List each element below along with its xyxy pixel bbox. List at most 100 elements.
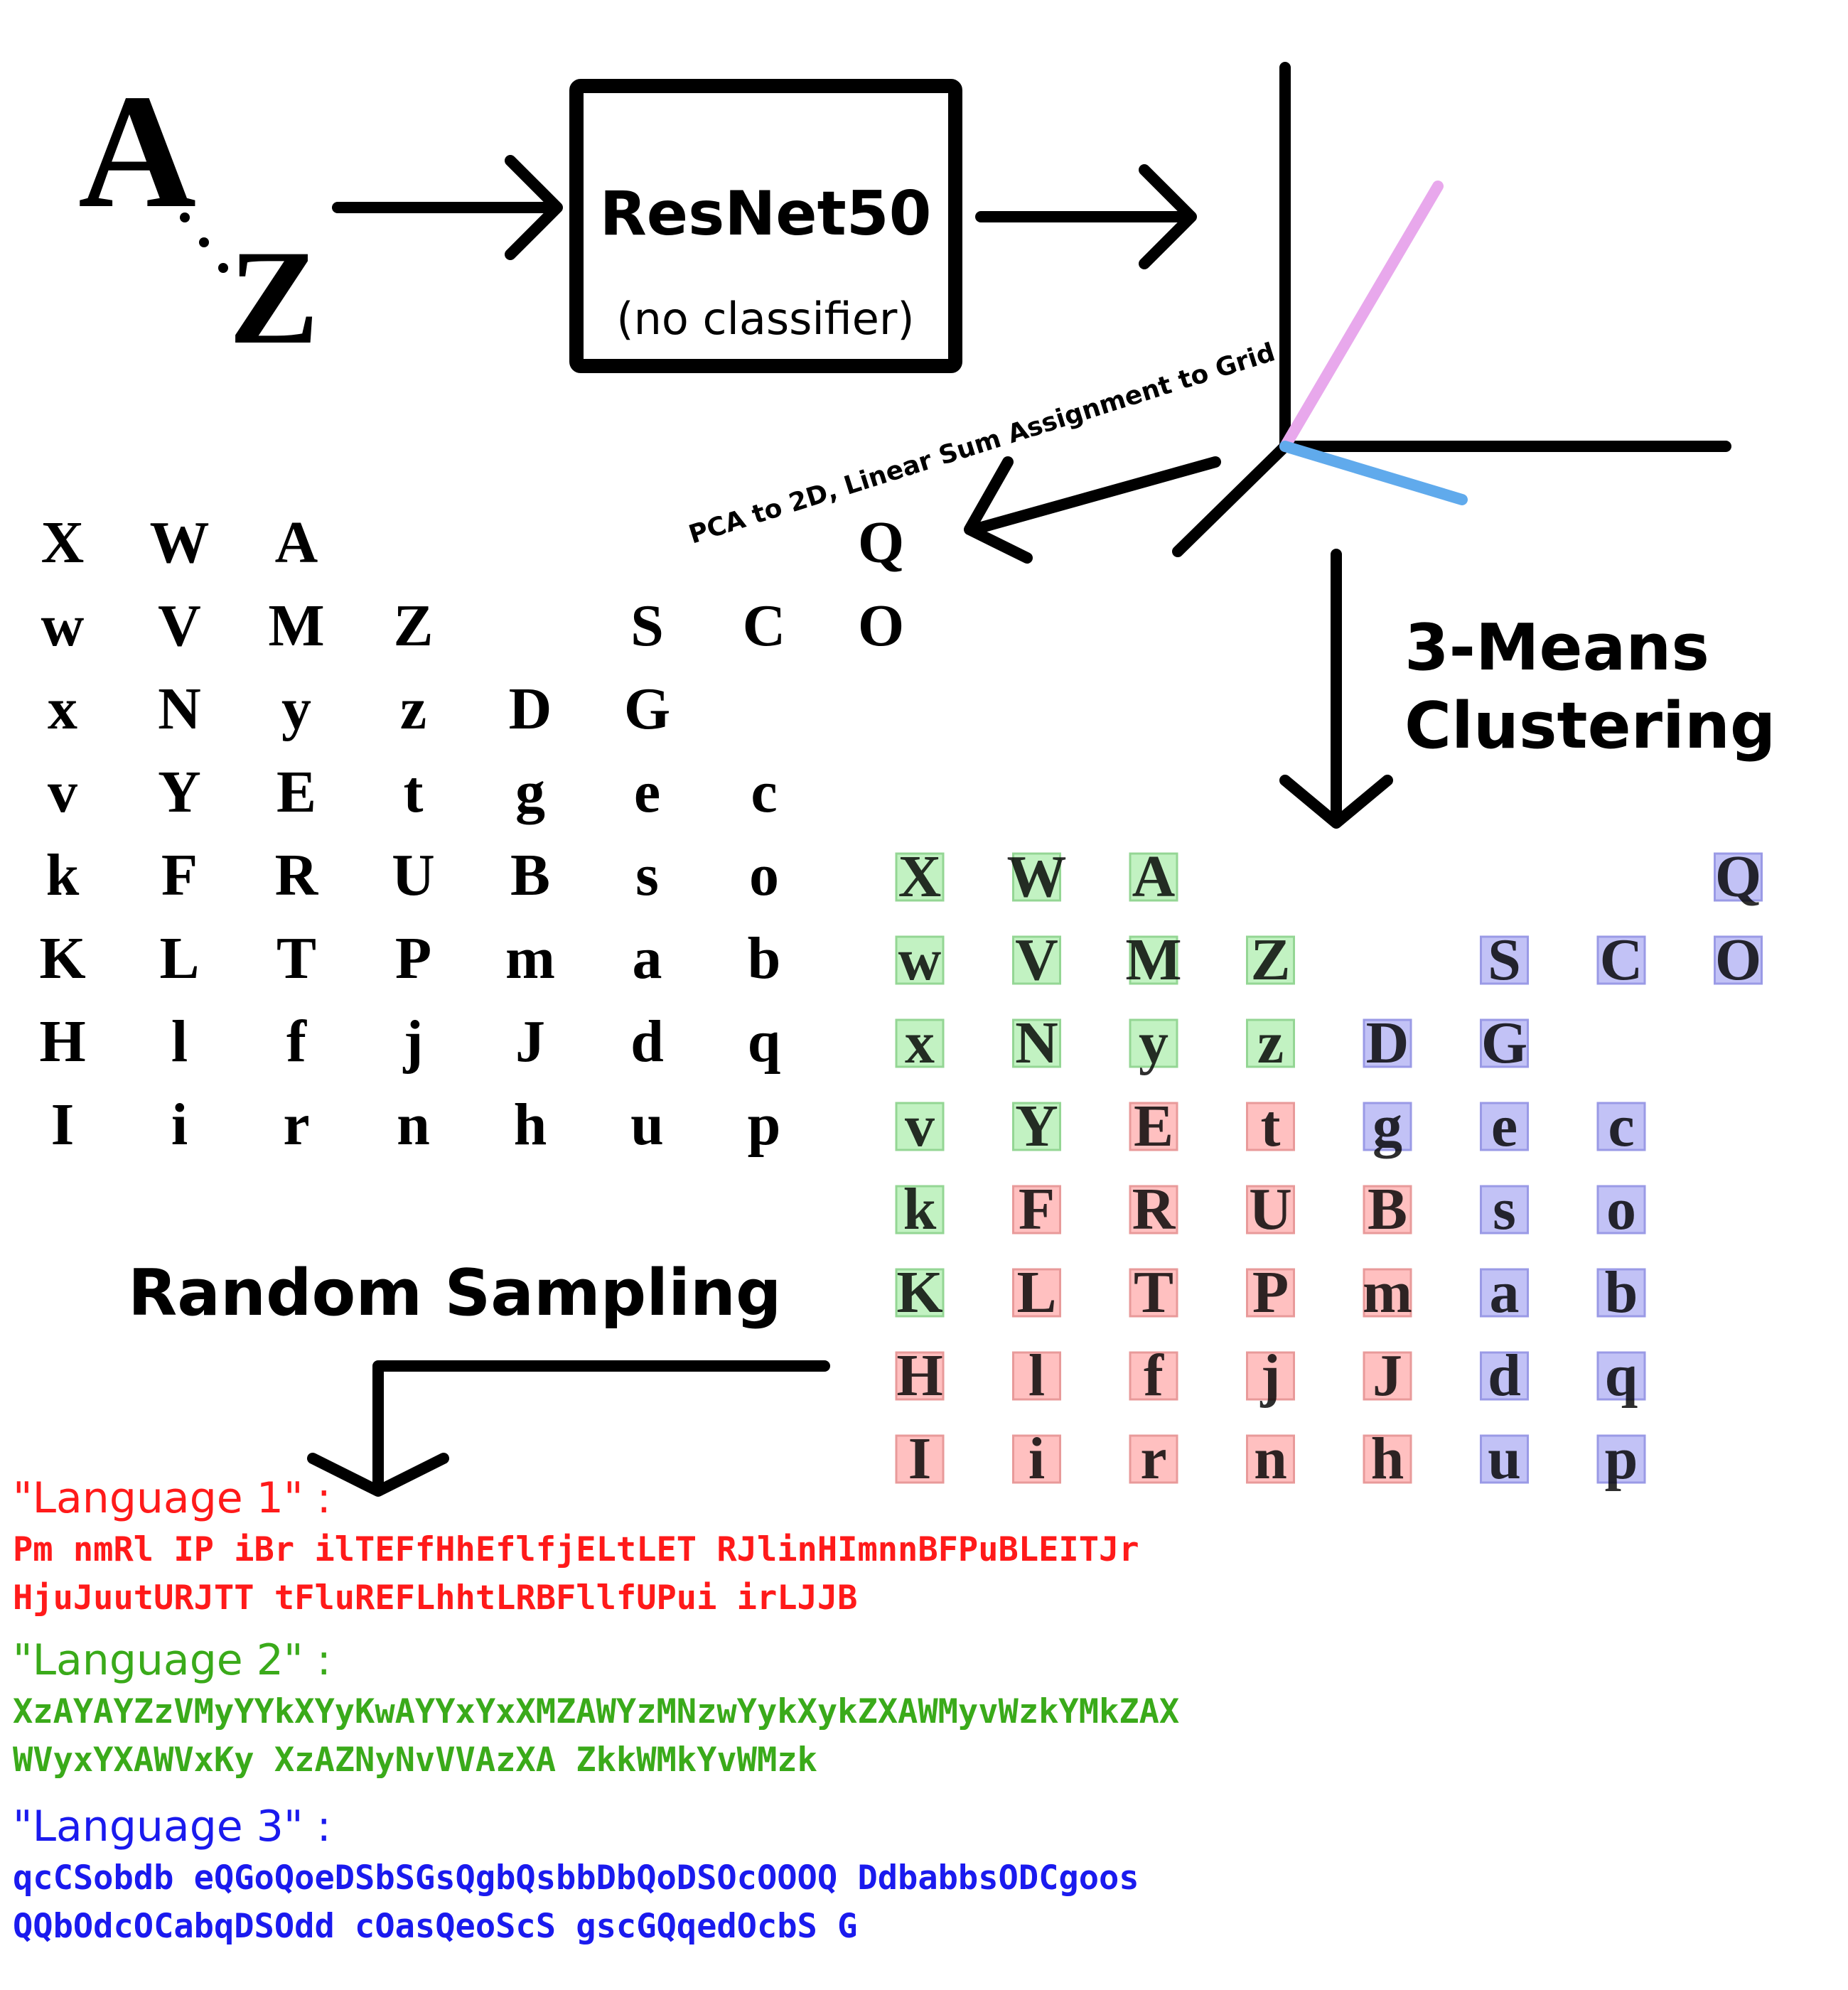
clustered-letter: Y <box>1015 1093 1058 1159</box>
clustered-letter: q <box>1605 1343 1638 1409</box>
grid-letter: y <box>281 676 311 742</box>
cluster-cell <box>1363 1351 1412 1401</box>
grid-letter: x <box>48 676 77 742</box>
grid-letter: o <box>749 842 779 908</box>
clustered-letter: w <box>898 927 942 993</box>
grid-letter: N <box>158 676 201 742</box>
grid-letter: v <box>48 759 77 825</box>
language-sample-line: Pm nmRl IP iBr ilTEFfHhEflfjELtLET RJlin… <box>13 1530 1139 1569</box>
grid-letter: K <box>39 925 85 991</box>
cluster-cell <box>1480 935 1529 985</box>
grid-letter: A <box>275 510 318 576</box>
clustered-letter: a <box>1490 1259 1520 1325</box>
arrow-to-clustering <box>1279 549 1393 829</box>
clustered-letter: x <box>905 1010 935 1076</box>
grid-letter: H <box>39 1009 85 1075</box>
cluster-cell <box>1363 1185 1412 1235</box>
grid-letter: P <box>395 925 431 991</box>
grid-letter: T <box>276 925 316 991</box>
language-sample-line: qcCSobdb eQGoQoeDSbSGsQgbQsbbDbQoDSOcOOO… <box>13 1859 1139 1898</box>
clustered-letter: g <box>1372 1093 1402 1159</box>
cluster-cell <box>1246 1268 1295 1318</box>
grid-letter: z <box>400 676 426 742</box>
sampled-languages: "Language 1" :Pm nmRl IP iBr ilTEFfHhEfl… <box>13 1473 1179 1946</box>
cluster-cell <box>1246 1102 1295 1151</box>
cluster-cell <box>1480 1018 1529 1068</box>
grid-letter: d <box>630 1009 664 1075</box>
cluster-cell <box>1363 1434 1412 1484</box>
clustered-letter: E <box>1134 1093 1173 1159</box>
cluster-cell <box>1480 1434 1529 1484</box>
axis-line-pink <box>1279 181 1444 452</box>
clustered-letter: t <box>1261 1093 1281 1159</box>
model-note: (no classifier) <box>616 293 914 345</box>
grid-letter: B <box>510 842 550 908</box>
grid-letter: G <box>624 676 670 742</box>
grid-letter: t <box>404 759 424 825</box>
arrow-to-model <box>332 155 563 260</box>
clustered-letter: L <box>1016 1259 1056 1325</box>
grid-letter: U <box>392 842 435 908</box>
clustered-letter: u <box>1488 1426 1521 1492</box>
clustered-letter: B <box>1368 1176 1407 1242</box>
cluster-cell <box>1480 1268 1529 1318</box>
ellipsis-dot <box>180 213 190 222</box>
grid-letter: Z <box>393 593 433 659</box>
cluster-cell <box>1129 935 1178 985</box>
cluster-cell <box>1246 1018 1295 1068</box>
grid-letter: h <box>514 1092 547 1158</box>
cluster-cell <box>1596 935 1646 985</box>
cluster-cell <box>1480 1102 1529 1151</box>
clustered-letter: D <box>1366 1010 1409 1076</box>
cluster-cell <box>1012 1185 1061 1235</box>
grid-letter: E <box>276 759 316 825</box>
clustered-letter: v <box>905 1093 935 1159</box>
arrow-to-pca-grid <box>964 456 1221 564</box>
cluster-cell <box>895 1351 945 1401</box>
grid-letter: u <box>630 1092 664 1158</box>
clustered-letter: n <box>1254 1426 1287 1492</box>
grid-letter: R <box>275 842 319 908</box>
grid-letter: g <box>515 759 545 825</box>
clustered-letter: p <box>1605 1426 1638 1492</box>
grid-letter: S <box>630 593 664 659</box>
clustered-letter: H <box>896 1343 942 1409</box>
letter-z-glyph: Z <box>229 223 319 372</box>
cluster-cell <box>1246 1185 1295 1235</box>
ellipsis-dot <box>199 237 209 247</box>
embedding-axes <box>1172 62 1731 557</box>
language-label: "Language 3" : <box>13 1802 331 1851</box>
grid-letter: W <box>150 510 210 576</box>
letter-a-glyph: A <box>78 60 196 242</box>
cluster-cell <box>1596 1434 1646 1484</box>
cluster-cell <box>1596 1102 1646 1151</box>
clustered-letter: F <box>1019 1176 1055 1242</box>
grid-letter: X <box>41 510 85 576</box>
clustered-letter: l <box>1028 1343 1045 1409</box>
grid-letter: c <box>751 759 777 825</box>
clustered-letter: J <box>1372 1343 1402 1409</box>
clustered-letter: X <box>898 844 942 910</box>
cluster-cell <box>1012 1268 1061 1318</box>
cluster-cell <box>1363 1268 1412 1318</box>
cluster-cell <box>1012 1434 1061 1484</box>
arrow-to-embedding <box>975 164 1197 269</box>
cluster-cell <box>1480 1185 1529 1235</box>
clustered-letter: R <box>1132 1176 1176 1242</box>
grid-letter: p <box>748 1092 781 1158</box>
clustered-letter: y <box>1139 1010 1169 1076</box>
grid-letter: L <box>159 925 199 991</box>
cluster-cell <box>1012 1102 1061 1151</box>
axis-line-blue <box>1279 441 1468 505</box>
cluster-cell <box>1129 1018 1178 1068</box>
cluster-cell <box>1596 1351 1646 1401</box>
grid-letter: e <box>634 759 660 825</box>
cluster-cell <box>895 1434 945 1484</box>
cluster-cell <box>895 1268 945 1318</box>
grid-letter: M <box>268 593 324 659</box>
grid-letter: m <box>505 925 555 991</box>
grid-letter: n <box>397 1092 430 1158</box>
clustered-letter: Z <box>1250 927 1290 993</box>
